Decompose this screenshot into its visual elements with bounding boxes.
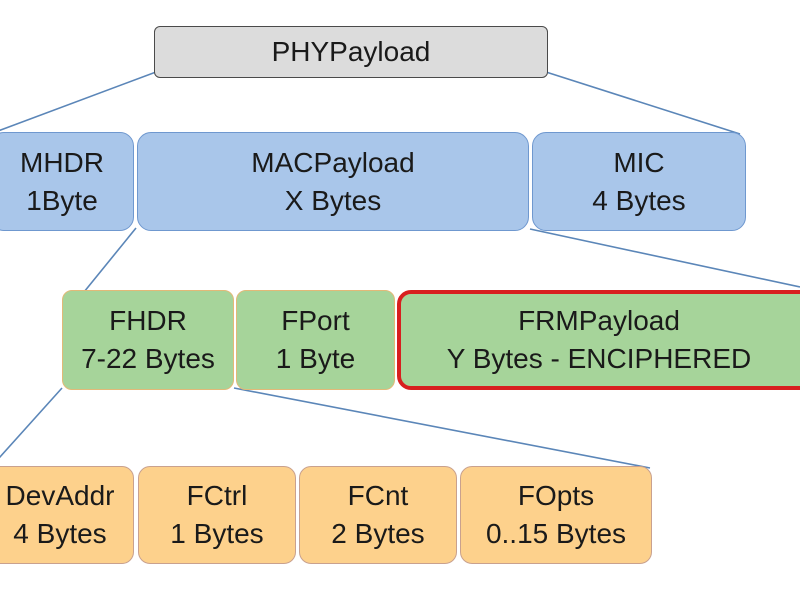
fopts-size: 0..15 Bytes [485,518,627,549]
fhdr-size: 7-22 Bytes [81,343,215,374]
fport-box: FPort 1 Byte [236,290,395,390]
connector-phy-right [545,71,741,135]
macpayload-size: X Bytes [284,184,382,216]
fopts-label: FOpts [517,480,595,511]
connector-fhdr-left [0,387,63,459]
frmpayload-label: FRMPayload [518,305,680,336]
frmpayload-size: Y Bytes - ENCIPHERED [446,343,752,374]
connector-mac-right [529,228,800,288]
phypayload-label: PHYPayload [271,36,431,67]
fcnt-box: FCnt 2 Bytes [299,466,457,564]
mhdr-label: MHDR [20,146,104,178]
connector-mac-left [83,227,137,293]
devaddr-label: DevAddr [5,480,115,511]
fhdr-box: FHDR 7-22 Bytes [62,290,234,390]
fcnt-size: 2 Bytes [331,518,425,549]
phypayload-box: PHYPayload [154,26,548,78]
fctrl-label: FCtrl [186,480,248,511]
connector-phy-left [0,71,157,132]
mic-size: 4 Bytes [592,184,686,216]
fctrl-box: FCtrl 1 Bytes [138,466,296,564]
frmpayload-box: FRMPayload Y Bytes - ENCIPHERED [397,290,800,390]
fport-size: 1 Byte [275,343,356,374]
fhdr-label: FHDR [109,305,187,336]
fctrl-size: 1 Bytes [170,518,264,549]
devaddr-size: 4 Bytes [13,518,107,549]
fcnt-label: FCnt [347,480,409,511]
fopts-box: FOpts 0..15 Bytes [460,466,652,564]
mhdr-box: MHDR 1Byte [0,132,134,231]
connector-fhdr-right [233,387,651,469]
mic-label: MIC [613,146,665,178]
mic-box: MIC 4 Bytes [532,132,746,231]
fport-label: FPort [281,305,350,336]
macpayload-box: MACPayload X Bytes [137,132,529,231]
mhdr-size: 1Byte [26,184,98,216]
devaddr-box: DevAddr 4 Bytes [0,466,134,564]
macpayload-label: MACPayload [251,146,415,178]
